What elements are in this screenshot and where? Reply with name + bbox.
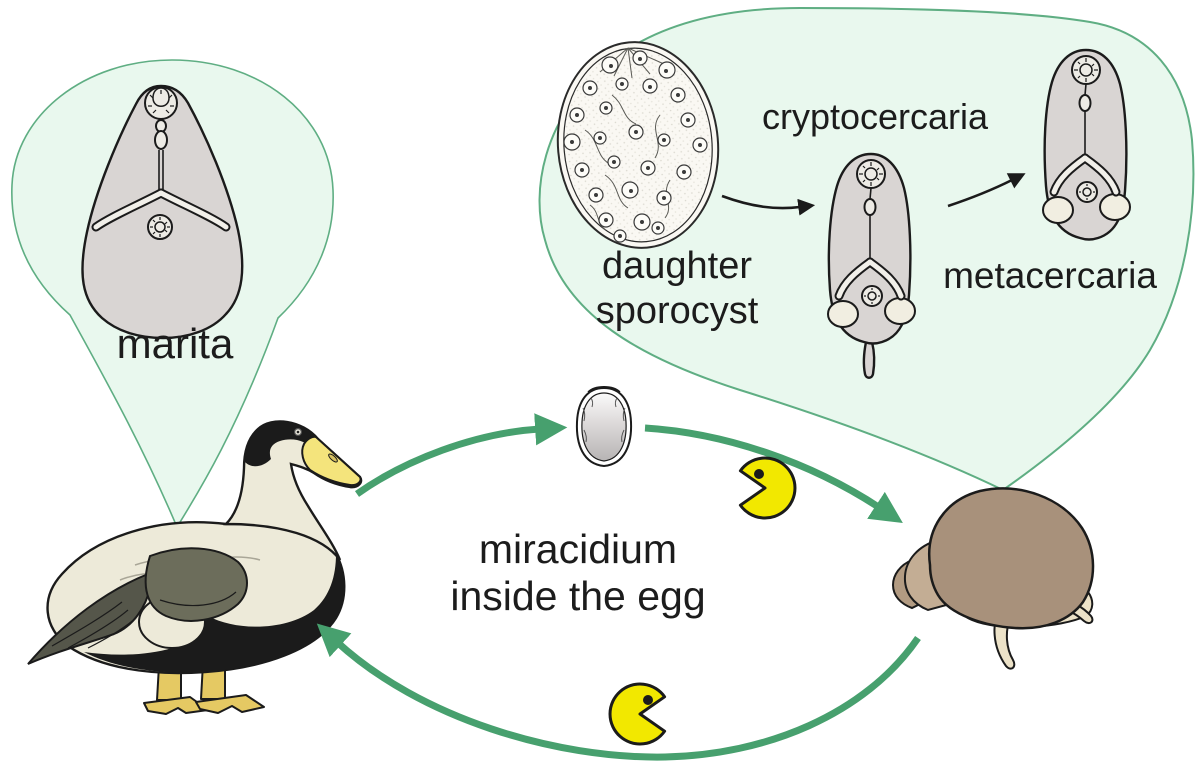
marita-illustration	[81, 84, 244, 340]
cercaria-tail	[862, 340, 876, 379]
daughter-sporocyst-illustration	[556, 41, 720, 249]
pacman-eye	[754, 469, 764, 479]
daughter-sporocyst-label-line2: sporocyst	[595, 290, 759, 332]
duck-wing-patch	[144, 547, 248, 622]
arrow-sporocyst-to-cryptocercaria	[721, 194, 816, 216]
pacman-ingestion-icon-lower	[608, 682, 667, 746]
cryptocercaria-label-text: cryptocercaria	[761, 96, 989, 137]
cryptocercaria-illustration	[827, 152, 916, 379]
egg-illustration	[575, 386, 633, 468]
duck-foot	[143, 696, 209, 715]
duck-breast-belly	[84, 554, 345, 673]
metacercaria-illustration	[1042, 48, 1131, 241]
eider-duck-illustration	[27, 420, 363, 715]
pacman-ingestion-icon-upper	[738, 456, 797, 520]
duck-bill	[301, 435, 362, 487]
arrow-egg-to-snail	[644, 424, 903, 524]
arrow-duck-to-egg	[354, 413, 568, 497]
arrow-cryptocercaria-to-metacercaria	[947, 173, 1026, 208]
duck-bill-nostril	[328, 453, 338, 463]
metacercaria-label-text: metacercaria	[943, 255, 1157, 296]
miracidium-egg-label-line2: inside the egg	[450, 573, 706, 619]
egg-operculum	[587, 386, 621, 393]
pacman-eye	[643, 695, 653, 705]
miracidium-egg-label: miracidium inside the egg	[398, 526, 758, 620]
metacercaria-label: metacercaria	[900, 255, 1200, 297]
snail-shell	[928, 487, 1095, 630]
arrow-snail-to-duck	[316, 623, 921, 761]
marita-label: marita	[55, 320, 295, 367]
cryptocercaria-label: cryptocercaria	[725, 96, 1025, 138]
marita-label-text: marita	[116, 320, 234, 367]
duck-wing-primaries	[27, 572, 152, 665]
snail-tentacle	[993, 613, 1016, 670]
duck-foot	[195, 694, 265, 714]
daughter-sporocyst-label: daughter sporocyst	[537, 244, 817, 334]
snail-illustration	[891, 487, 1095, 670]
daughter-sporocyst-label-line1: daughter	[601, 245, 752, 287]
miracidium-egg-label-line1: miracidium	[478, 526, 678, 572]
sporocyst-cells	[563, 50, 708, 243]
